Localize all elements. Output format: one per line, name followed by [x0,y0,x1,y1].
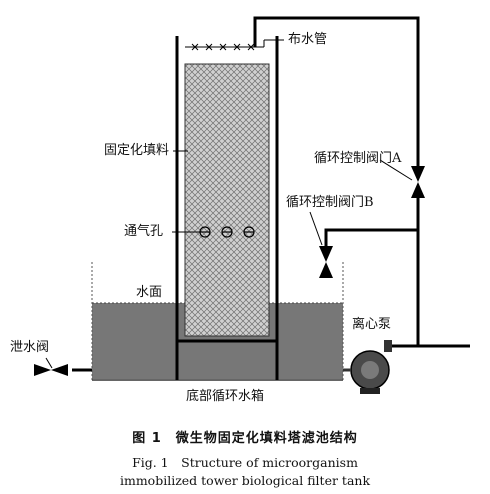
figure-caption-cn: 图 1 微生物固定化填料塔滤池结构 [132,431,358,446]
vent-holes [199,226,255,238]
pump-label: 离心泵 [352,317,392,332]
figure-caption-en-line1: Fig. 1 Structure of microorganism [132,455,358,470]
filter-tank-diagram [34,16,470,394]
vent-label: 通气孔 [124,224,164,239]
valve-b-icon [319,246,333,278]
figure-caption-en-line2: immobilized tower biological filter tank [119,473,371,488]
return-pipe-top [253,16,420,166]
valve-a-leader [379,159,413,181]
distributor-pipe-label: 布水管 [288,32,328,47]
drain-valve-label: 泄水阀 [10,340,50,355]
water-surface-label: 水面 [136,285,163,300]
valve-b-leader [309,211,323,246]
branch-pipe-b [324,228,418,246]
drain-valve-icon [34,364,68,376]
valve-a-icon [411,166,425,198]
bottom-tank-label: 底部循环水箱 [186,389,265,404]
packing-label: 固定化填料 [104,143,170,158]
centrifugal-pump-icon [350,340,392,394]
drain-valve-leader [45,357,53,369]
valve-a-label: 循环控制阀门A [314,151,402,166]
valve-b-label: 循环控制阀门B [286,195,374,210]
packing-media [184,63,270,337]
